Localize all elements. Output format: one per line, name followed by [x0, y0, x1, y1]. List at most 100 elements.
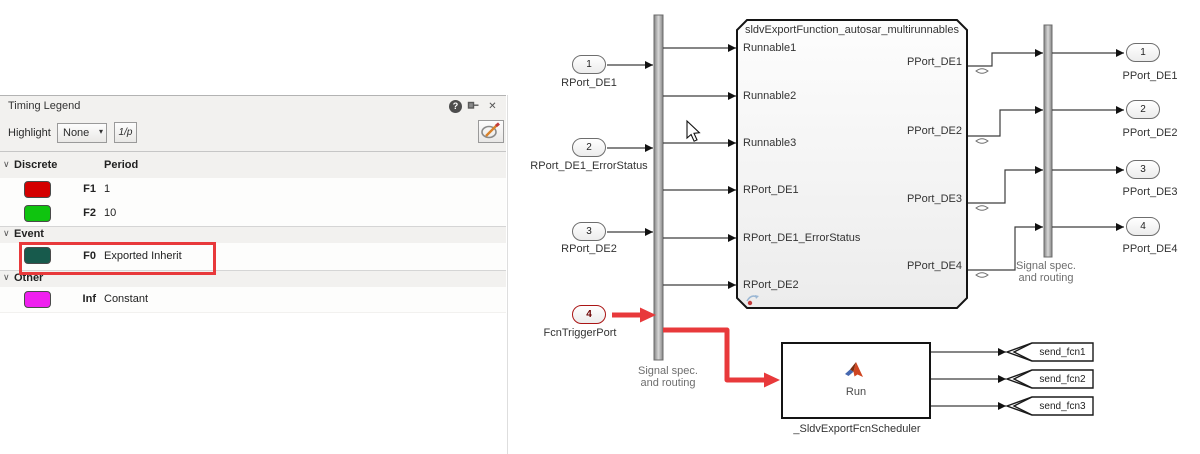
- sample-time-button[interactable]: 1/p: [114, 122, 137, 143]
- signal-spec-eye-icon: [975, 205, 989, 211]
- rate-code: Inf: [82, 293, 96, 305]
- rate-period: Constant: [104, 293, 149, 305]
- rate-period: 1: [104, 183, 111, 195]
- caption-line: Signal spec.: [1016, 260, 1076, 272]
- inport-number: 3: [586, 226, 592, 237]
- scheduler-block-name: _SldvExportFcnScheduler: [793, 423, 921, 435]
- collapse-chevron-icon[interactable]: ∨: [3, 159, 10, 169]
- send-tag-label: send_fcn3: [1039, 400, 1086, 412]
- highlighter-button[interactable]: [478, 120, 504, 143]
- inport-number: 4: [586, 309, 592, 320]
- annotation-arrow: [663, 327, 764, 383]
- column-header-period: Period: [104, 159, 139, 171]
- rate-period: 10: [104, 207, 117, 219]
- section-header-event[interactable]: ∨ Event: [0, 226, 506, 244]
- signal-line: [967, 106, 1043, 137]
- caption-line: Signal spec.: [638, 365, 698, 377]
- block-output-label: PPort_DE2: [906, 125, 962, 137]
- signal-spec-eye-icon: [975, 138, 989, 144]
- outport-4[interactable]: 4: [1126, 217, 1160, 236]
- close-icon[interactable]: ✕: [488, 101, 497, 112]
- outport-number: 3: [1140, 164, 1146, 175]
- signal-routing-bar-left[interactable]: [653, 14, 664, 361]
- column-header-discrete: Discrete: [14, 159, 58, 171]
- outport-number: 1: [1140, 47, 1146, 58]
- pane-splitter[interactable]: [507, 95, 508, 454]
- color-swatch-inf: [24, 291, 51, 308]
- legend-row-f0[interactable]: F0 Exported Inherit: [0, 243, 506, 270]
- block-input-label: RPort_DE1_ErrorStatus: [743, 232, 861, 244]
- outport-number: 2: [1140, 104, 1146, 115]
- routing-bar-caption-left: Signal spec. and routing: [638, 365, 698, 389]
- pin-icon[interactable]: [467, 99, 480, 112]
- chevron-down-icon: ▾: [98, 127, 103, 136]
- scheduler-block[interactable]: [781, 342, 931, 419]
- inport-number: 1: [586, 59, 592, 70]
- function-call-badge-icon: [746, 295, 759, 306]
- signal-lines: [607, 44, 1124, 410]
- send-tag-chevron: [1012, 369, 1033, 389]
- mouse-cursor: [686, 119, 701, 142]
- inport-label: RPort_DE1: [561, 77, 617, 89]
- outport-3[interactable]: 3: [1126, 160, 1160, 179]
- outport-label: PPort_DE4: [1122, 243, 1178, 255]
- send-tag-label: send_fcn2: [1039, 373, 1086, 385]
- timing-legend-titlebar[interactable]: Timing Legend ? ✕: [0, 96, 506, 118]
- model-block[interactable]: [736, 19, 968, 309]
- rate-code: F1: [83, 183, 96, 195]
- block-output-label: PPort_DE1: [906, 56, 962, 68]
- block-input-label: Runnable3: [743, 137, 797, 149]
- legend-row-inf[interactable]: Inf Constant: [0, 287, 506, 312]
- highlight-label: Highlight: [8, 127, 51, 139]
- signal-spec-eye-icon: [975, 272, 989, 278]
- matlab-logo-icon: [845, 362, 863, 377]
- send-tag-chevron: [1012, 396, 1033, 416]
- inport-3[interactable]: 3: [572, 222, 606, 241]
- annotation-arrows: [612, 307, 780, 388]
- annotation-highlight-rect: [19, 242, 216, 275]
- section-name: Other: [14, 272, 44, 284]
- block-output-label: PPort_DE4: [906, 260, 962, 272]
- section-name: Event: [14, 228, 44, 240]
- rate-period: Exported Inherit: [104, 250, 182, 262]
- send-tag-chevron: [1012, 342, 1033, 362]
- block-input-label: Runnable2: [743, 90, 797, 102]
- send-tags: [1004, 342, 1094, 416]
- outport-1[interactable]: 1: [1126, 43, 1160, 62]
- inport-2[interactable]: 2: [572, 138, 606, 157]
- outport-label: PPort_DE2: [1122, 127, 1178, 139]
- outport-2[interactable]: 2: [1126, 100, 1160, 119]
- color-swatch-f0: [24, 247, 51, 264]
- block-output-label: PPort_DE3: [906, 193, 962, 205]
- caption-line: and routing: [1018, 272, 1074, 284]
- highlighter-icon: [481, 122, 500, 139]
- inport-label: RPort_DE1_ErrorStatus: [530, 160, 648, 172]
- divider: [0, 151, 506, 152]
- collapse-chevron-icon[interactable]: ∨: [3, 228, 10, 238]
- scheduler-run-label: Run: [845, 386, 867, 398]
- color-swatch-f1: [24, 181, 51, 198]
- inport-label: RPort_DE2: [561, 243, 617, 255]
- panel-title: Timing Legend: [8, 100, 81, 112]
- fcn-trigger-port[interactable]: 4: [572, 305, 606, 324]
- signal-spec-eye-icon: [975, 68, 989, 74]
- help-icon[interactable]: ?: [449, 100, 462, 113]
- signal-routing-bar-right[interactable]: [1043, 24, 1053, 258]
- timing-legend-panel: Timing Legend ? ✕ Highlight None ▾ 1/p: [0, 95, 506, 313]
- signal-spec-badges: [975, 68, 989, 278]
- legend-table: ∨ Discrete Period F1 1 F2 10 ∨ Event F0: [0, 155, 506, 312]
- inport-1[interactable]: 1: [572, 55, 606, 74]
- block-input-label: RPort_DE2: [743, 279, 799, 291]
- send-tag-label: send_fcn1: [1039, 346, 1086, 358]
- outport-number: 4: [1140, 221, 1146, 232]
- caption-line: and routing: [640, 377, 696, 389]
- highlight-dropdown-value: None: [63, 127, 90, 139]
- signal-line: [967, 49, 1043, 67]
- signal-line: [967, 223, 1043, 271]
- annotation-arrowhead: [640, 307, 656, 323]
- collapse-chevron-icon[interactable]: ∨: [3, 272, 10, 282]
- block-input-label: RPort_DE1: [743, 184, 799, 196]
- highlight-dropdown[interactable]: None ▾: [57, 123, 107, 143]
